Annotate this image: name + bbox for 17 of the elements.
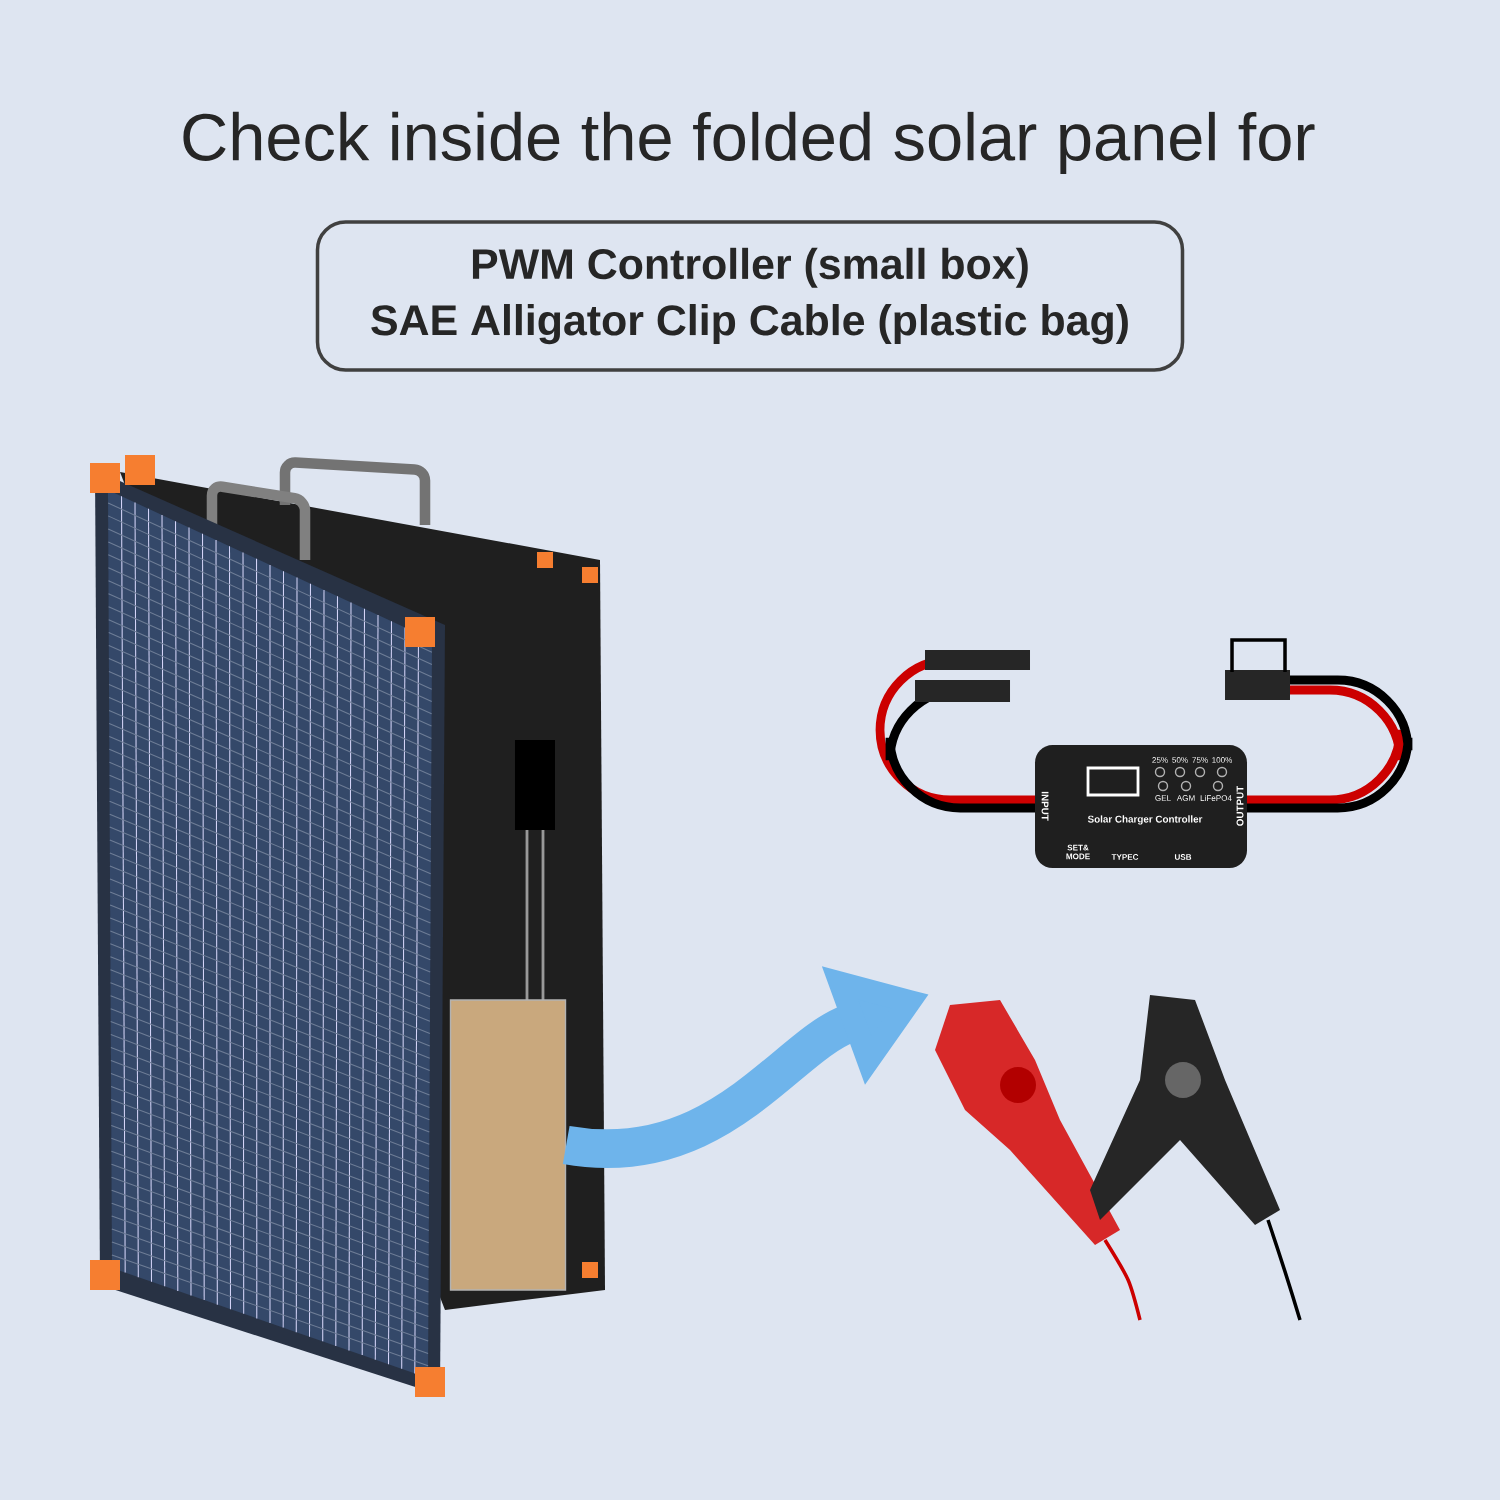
panel-label: 75% [1192, 757, 1208, 763]
cardboard-box [449, 999, 567, 1291]
panel-label: SET& MODE [1066, 844, 1090, 860]
panel-label: USB [1174, 854, 1192, 860]
title: Check inside the folded solar panel for [183, 111, 1315, 175]
panel-label: INPUT [1041, 791, 1049, 821]
panel-label: 50% [1172, 757, 1188, 763]
text-box: PWM Controller (small box) SAE Alligator Clip Cable (plastic bag) [315, 220, 1185, 372]
panel-label: 25% [1152, 757, 1168, 763]
panel-label: Solar Charger Controller [1087, 815, 1203, 825]
panel-label: 100% [1212, 757, 1233, 763]
panel-label: OUTPUT [1236, 785, 1244, 826]
panel-label: TYPEC [1111, 854, 1139, 860]
panel-label: GEL [1155, 795, 1171, 801]
panel-label: LiFePO4 [1200, 795, 1232, 801]
alligator-clips-drawing [935, 995, 1302, 1321]
panel-label: AGM [1176, 795, 1195, 801]
